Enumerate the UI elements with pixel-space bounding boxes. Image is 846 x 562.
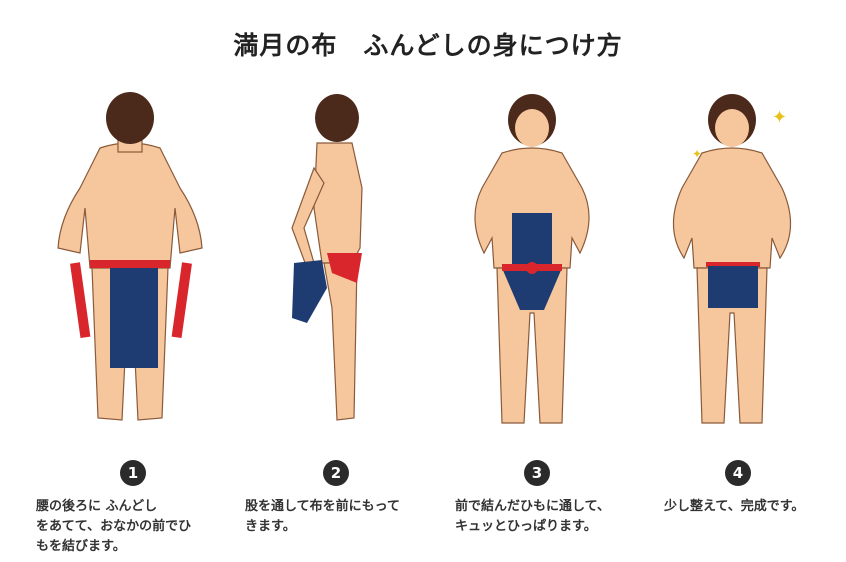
step-4-description: 少し整えて、完成です。 <box>664 499 805 514</box>
sparkle-icon: ✦ <box>772 107 787 128</box>
hair <box>106 92 154 144</box>
step-4-number: 4 <box>725 460 751 486</box>
sparkle-icon: ✦ <box>692 147 702 161</box>
step-2-illustration <box>291 94 363 421</box>
step-4-illustration: ✦ ✦ <box>672 94 792 424</box>
step-1-illustration <box>57 92 203 421</box>
step-3-illustration <box>474 94 590 424</box>
step-3-description: 前で結んだひもに通して、 キュッとひっぱります。 <box>455 499 610 534</box>
step-3-number: 3 <box>524 460 550 486</box>
page-title: 満月の布 ふんどしの身につけ方 <box>233 31 623 60</box>
step-2-description: 股を通して布を前にもって きます。 <box>245 499 400 534</box>
step-1-description: 腰の後ろに ふんどし をあてて、おなかの前でひ もを結びます。 <box>36 499 192 554</box>
step-1-number: 1 <box>120 460 146 486</box>
step-2-number: 2 <box>323 460 349 486</box>
